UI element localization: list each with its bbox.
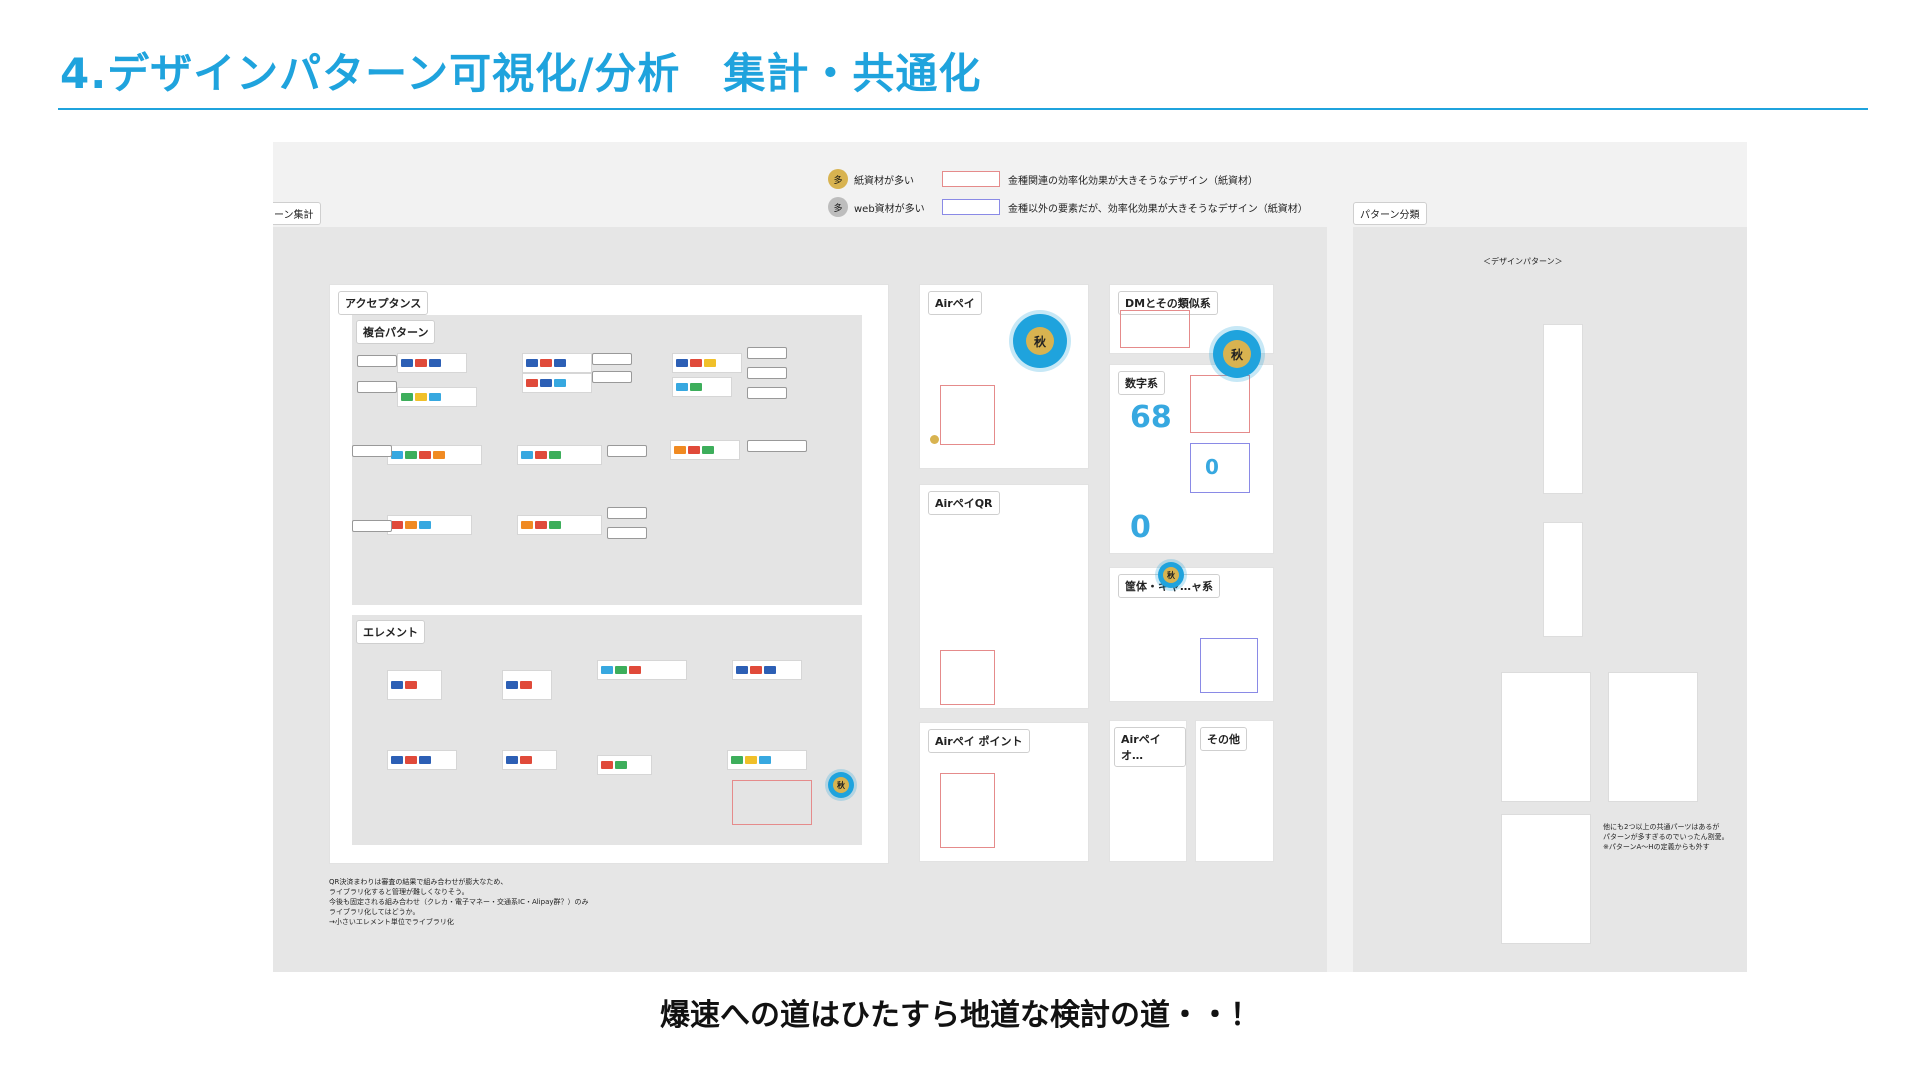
highlight-box bbox=[1120, 310, 1190, 348]
connector-tag bbox=[592, 371, 632, 383]
element-label: エレメント bbox=[356, 620, 425, 644]
connector-tag bbox=[747, 387, 787, 399]
number-value: 0 bbox=[1205, 455, 1219, 479]
airpay-point-panel[interactable]: Airペイ ポイント bbox=[919, 722, 1089, 862]
element-card[interactable] bbox=[597, 660, 687, 680]
connector-tag bbox=[607, 507, 647, 519]
connector-tag bbox=[352, 445, 392, 457]
airpay-o-label: Airペイオ… bbox=[1114, 727, 1186, 767]
highlight-box bbox=[732, 780, 812, 825]
other-label: その他 bbox=[1200, 727, 1247, 751]
element-card[interactable] bbox=[387, 670, 442, 700]
numbers-panel[interactable]: 数字系 68 0 0 bbox=[1109, 364, 1274, 554]
device-panel[interactable]: 筐体・キャ…ャ系 bbox=[1109, 567, 1274, 702]
highlight-box bbox=[1200, 638, 1258, 693]
dm-panel[interactable]: DMとその類似系 bbox=[1109, 284, 1274, 354]
number-value: 68 bbox=[1130, 400, 1172, 435]
highlight-box bbox=[940, 385, 995, 445]
connector-tag bbox=[747, 440, 807, 452]
element-card[interactable] bbox=[502, 670, 552, 700]
blue-outline-swatch bbox=[942, 199, 1000, 215]
pattern-card[interactable] bbox=[397, 353, 467, 373]
gold-badge-icon bbox=[930, 435, 939, 444]
number-value: 0 bbox=[1130, 510, 1151, 545]
legend-row-paper: 多 紙資材が多い 金種関連の効率化効果が大きそうなデザイン（紙資材） bbox=[828, 168, 1308, 190]
dm-label: DMとその類似系 bbox=[1118, 291, 1218, 315]
element-card[interactable] bbox=[597, 755, 652, 775]
connector-tag bbox=[357, 355, 397, 367]
pattern-card[interactable] bbox=[522, 373, 592, 393]
connector-tag bbox=[607, 445, 647, 457]
pattern-card[interactable] bbox=[387, 515, 472, 535]
document-thumbnail[interactable] bbox=[1501, 814, 1591, 944]
pattern-card[interactable] bbox=[522, 353, 592, 373]
document-thumbnail[interactable] bbox=[1608, 672, 1698, 802]
connector-tag bbox=[747, 367, 787, 379]
acceptance-panel[interactable]: アクセプタンス 複合パターン bbox=[329, 284, 889, 864]
pattern-card[interactable] bbox=[387, 445, 482, 465]
element-card[interactable] bbox=[502, 750, 557, 770]
airpay-label: Airペイ bbox=[928, 291, 982, 315]
region-label-pattern-classification: パターン分類 bbox=[1353, 202, 1427, 225]
airpay-o-panel[interactable]: Airペイオ… bbox=[1109, 720, 1187, 862]
legend-description: 金種以外の要素だが、効率化効果が大きそうなデザイン（紙資材） bbox=[1008, 203, 1308, 215]
annotation-pin[interactable]: 秋 bbox=[1213, 330, 1261, 378]
legend: 多 紙資材が多い 金種関連の効率化効果が大きそうなデザイン（紙資材） 多 web… bbox=[828, 168, 1308, 224]
title-divider bbox=[58, 108, 1868, 110]
element-card[interactable] bbox=[387, 750, 457, 770]
pattern-card[interactable] bbox=[397, 387, 477, 407]
connector-tag bbox=[747, 347, 787, 359]
slide-caption: 爆速への道はひたすら地道な検討の道・・！ bbox=[660, 998, 1260, 1033]
pattern-card[interactable] bbox=[672, 353, 742, 373]
pin-badge: 秋 bbox=[1223, 340, 1251, 368]
acceptance-label: アクセプタンス bbox=[338, 291, 429, 315]
annotation-pin[interactable]: 秋 bbox=[1013, 314, 1067, 368]
whiteboard-canvas[interactable]: 多 紙資材が多い 金種関連の効率化効果が大きそうなデザイン（紙資材） 多 web… bbox=[273, 142, 1747, 972]
pattern-card[interactable] bbox=[517, 445, 602, 465]
element-card[interactable] bbox=[732, 660, 802, 680]
legend-label: web資材が多い bbox=[854, 203, 925, 215]
compound-pattern-group[interactable]: 複合パターン bbox=[352, 315, 862, 605]
pattern-card[interactable] bbox=[517, 515, 602, 535]
legend-row-web: 多 web資材が多い 金種以外の要素だが、効率化効果が大きそうなデザイン（紙資材… bbox=[828, 196, 1308, 218]
legend-description: 金種関連の効率化効果が大きそうなデザイン（紙資材） bbox=[1008, 175, 1258, 187]
annotation-pin[interactable]: 秋 bbox=[1158, 562, 1184, 588]
note-other-parts: 他にも2つ以上の共通パーツはあるが パターンが多すぎるのでいったん割愛。 ※パタ… bbox=[1603, 823, 1729, 851]
airpay-point-label: Airペイ ポイント bbox=[928, 729, 1030, 753]
highlight-box bbox=[1190, 443, 1250, 493]
highlight-box bbox=[1190, 375, 1250, 433]
pattern-card[interactable] bbox=[670, 440, 740, 460]
compound-pattern-label: 複合パターン bbox=[356, 320, 436, 344]
airpay-qr-label: AirペイQR bbox=[928, 491, 1000, 515]
document-thumbnail[interactable] bbox=[1501, 672, 1591, 802]
slide-title: 4.デザインパターン可視化/分析 集計・共通化 bbox=[60, 49, 982, 98]
pattern-tree[interactable] bbox=[1543, 324, 1583, 494]
legend-label: 紙資材が多い bbox=[854, 175, 914, 187]
gold-badge-icon: 多 bbox=[828, 169, 848, 189]
connector-tag bbox=[592, 353, 632, 365]
gray-badge-icon: 多 bbox=[828, 197, 848, 217]
element-card[interactable] bbox=[727, 750, 807, 770]
pattern-card[interactable] bbox=[672, 377, 732, 397]
pin-badge: 秋 bbox=[833, 777, 849, 793]
connector-tag bbox=[352, 520, 392, 532]
pin-badge: 秋 bbox=[1026, 327, 1054, 355]
note-qr-library: QR決済まわりは審査の結果で組み合わせが膨大なため、 ライブラリ化すると管理が難… bbox=[329, 878, 589, 926]
element-group[interactable]: エレメント bbox=[352, 615, 862, 845]
highlight-box bbox=[940, 650, 995, 705]
numbers-label: 数字系 bbox=[1118, 371, 1165, 395]
other-panel[interactable]: その他 bbox=[1195, 720, 1274, 862]
connector-tag bbox=[357, 381, 397, 393]
pattern-tree[interactable] bbox=[1543, 522, 1583, 637]
airpay-qr-panel[interactable]: AirペイQR bbox=[919, 484, 1089, 709]
connector-tag bbox=[607, 527, 647, 539]
airpay-panel[interactable]: Airペイ bbox=[919, 284, 1089, 469]
red-outline-swatch bbox=[942, 171, 1000, 187]
annotation-pin[interactable]: 秋 bbox=[828, 772, 854, 798]
pin-badge: 秋 bbox=[1163, 567, 1179, 583]
region-label-pattern-summary: ーン集計 bbox=[273, 202, 321, 225]
highlight-box bbox=[940, 773, 995, 848]
classification-title: ＜デザインパターン＞ bbox=[1483, 257, 1563, 266]
